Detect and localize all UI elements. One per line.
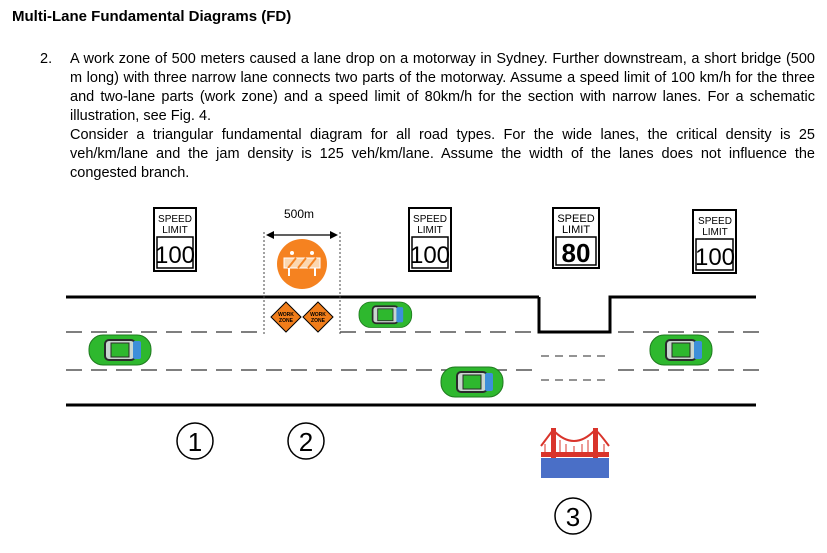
speed-limit-sign-3: SPEED LIMIT 80 [552, 207, 600, 269]
section-label-2: 2 [287, 422, 325, 460]
question-text: A work zone of 500 meters caused a lane … [70, 50, 815, 183]
speed-limit-sign-2: SPEED LIMIT 100 [408, 207, 452, 272]
section-label-3: 3 [554, 497, 592, 535]
car-1 [88, 334, 152, 366]
speed-limit-sign-1: SPEED LIMIT 100 [153, 207, 197, 272]
construction-barrier-icon [277, 239, 327, 289]
svg-text:WORK: WORK [278, 312, 294, 318]
svg-text:LIMIT: LIMIT [417, 225, 443, 236]
svg-text:SPEED: SPEED [698, 216, 732, 227]
svg-text:SPEED: SPEED [413, 214, 447, 225]
svg-text:3: 3 [566, 502, 580, 532]
speed-limit-sign-4: SPEED LIMIT 100 [692, 209, 737, 274]
svg-text:100: 100 [410, 242, 450, 269]
svg-text:LIMIT: LIMIT [702, 227, 728, 238]
section-label-1: 1 [176, 422, 214, 460]
svg-text:WORK: WORK [310, 312, 326, 318]
svg-text:1: 1 [188, 427, 202, 457]
work-zone-sign-2: WORK ZONE [302, 301, 334, 333]
car-3 [440, 366, 504, 398]
dimension-label: 500m [284, 207, 314, 221]
car-2 [358, 301, 413, 329]
svg-text:2: 2 [299, 427, 313, 457]
bridge-narrowing [537, 295, 756, 334]
question-number: 2. [40, 51, 53, 67]
svg-text:LIMIT: LIMIT [562, 224, 590, 236]
bridge-icon [540, 428, 610, 478]
page-heading: Multi-Lane Fundamental Diagrams (FD) [12, 8, 292, 25]
dimension-arrow-head-right [330, 231, 338, 239]
svg-text:ZONE: ZONE [279, 318, 294, 324]
car-4 [649, 334, 713, 366]
work-zone-sign-1: WORK ZONE [270, 301, 302, 333]
question-paragraph-2: Consider a triangular fundamental diagra… [70, 127, 815, 181]
svg-text:100: 100 [155, 242, 195, 269]
svg-text:100: 100 [695, 244, 735, 271]
svg-text:SPEED: SPEED [557, 213, 594, 225]
svg-text:SPEED: SPEED [158, 214, 192, 225]
svg-text:ZONE: ZONE [311, 318, 326, 324]
question-paragraph-1: A work zone of 500 meters caused a lane … [70, 51, 815, 124]
dimension-arrow-head-left [266, 231, 274, 239]
svg-text:80: 80 [562, 238, 591, 268]
svg-text:LIMIT: LIMIT [162, 225, 188, 236]
